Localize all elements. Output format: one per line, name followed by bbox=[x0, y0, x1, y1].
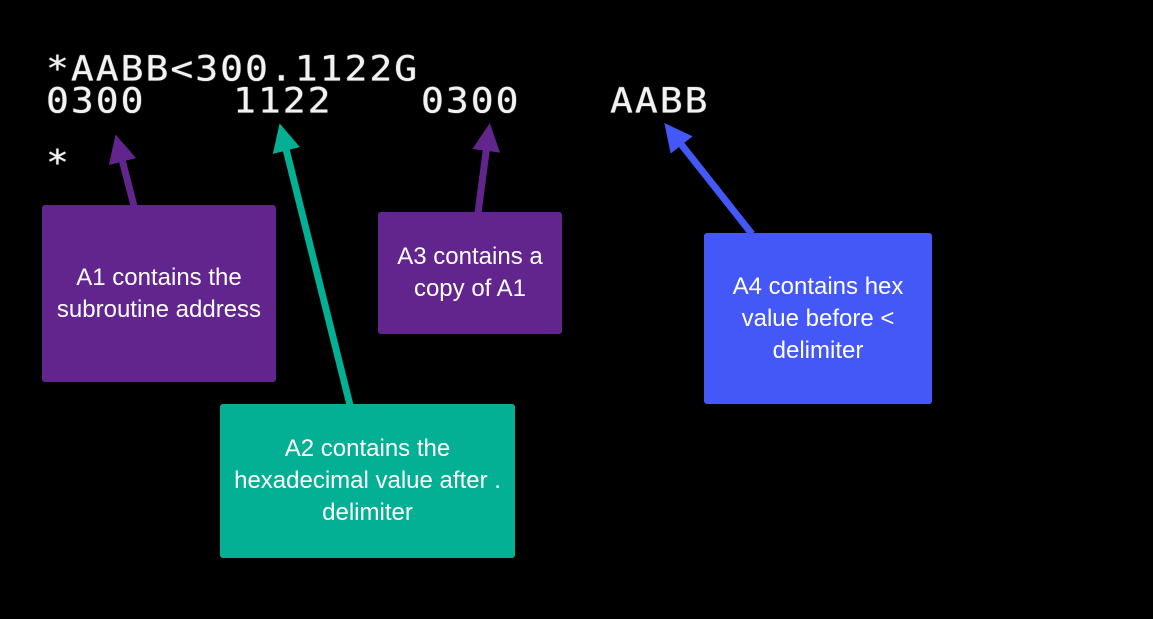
arrow-a1 bbox=[108, 134, 138, 207]
annotation-a4: A4 contains hex value before < delimiter bbox=[704, 233, 932, 404]
arrow-a3 bbox=[472, 123, 501, 214]
annotation-a1: A1 contains the subroutine address bbox=[42, 205, 276, 382]
annotation-a3: A3 contains a copy of A1 bbox=[378, 212, 562, 334]
command-line: *AABB<300.1122G bbox=[46, 48, 420, 89]
output-value-a3: 0300 bbox=[421, 80, 521, 121]
annotation-a2: A2 contains the hexadecimal value after … bbox=[220, 404, 515, 558]
monitor-prompt: * bbox=[46, 142, 71, 183]
arrow-a4 bbox=[664, 123, 755, 237]
output-value-a2: 1122 bbox=[233, 80, 333, 121]
output-value-a4: AABB bbox=[610, 80, 710, 121]
output-value-a1: 0300 bbox=[46, 80, 146, 121]
arrow-a2 bbox=[272, 123, 354, 406]
